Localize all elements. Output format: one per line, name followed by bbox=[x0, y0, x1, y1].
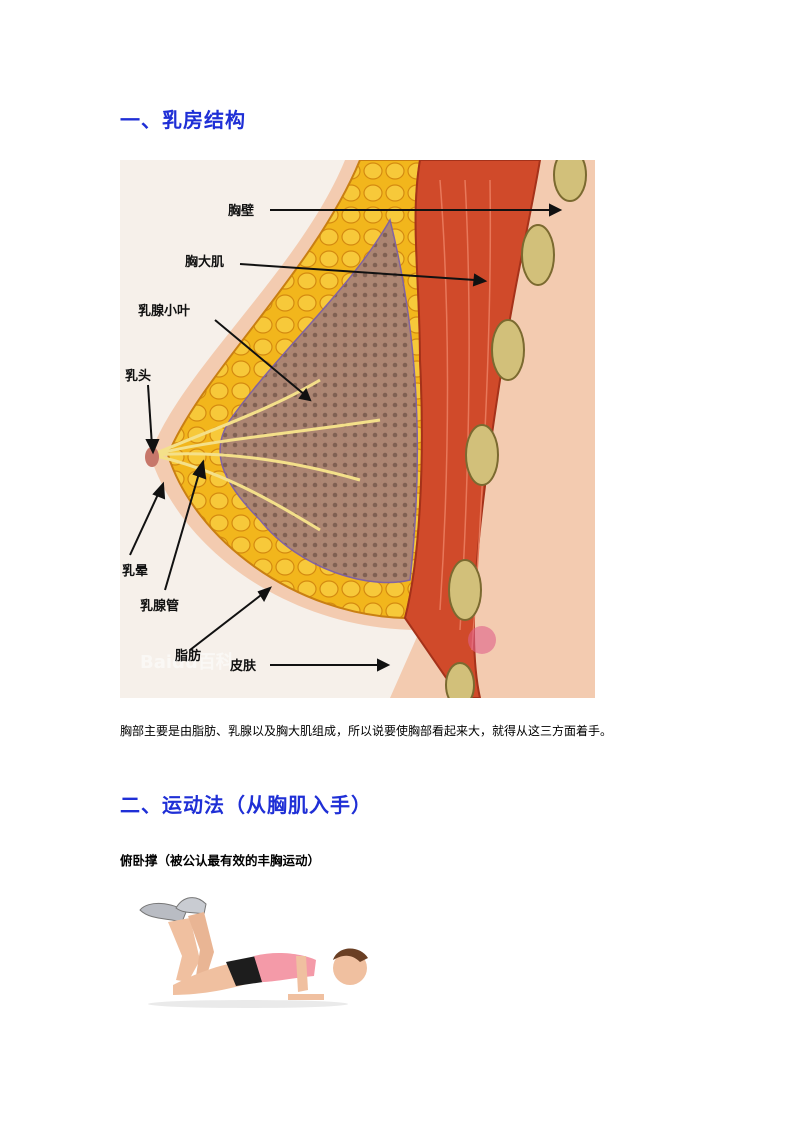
pushup-subheading: 俯卧撑（被公认最有效的丰胸运动） bbox=[120, 853, 321, 868]
arrow-nipple bbox=[147, 384, 153, 447]
arrow-ducts bbox=[164, 469, 201, 591]
label-areola: 乳晕 bbox=[122, 563, 148, 579]
arrow-lobules bbox=[214, 319, 306, 396]
label-lobules: 乳腺小叶 bbox=[138, 303, 190, 319]
label-pectoralis: 胸大肌 bbox=[185, 254, 224, 270]
site-logo-watermark bbox=[468, 626, 496, 654]
label-chest-wall: 胸壁 bbox=[228, 203, 254, 219]
label-nipple: 乳头 bbox=[125, 368, 151, 384]
baidu-watermark: Baidu百科 bbox=[140, 651, 234, 673]
arrow-fat bbox=[189, 591, 266, 651]
arrow-areola bbox=[129, 489, 161, 556]
anatomy-diagram: Baidu百科 胸壁 胸大肌 乳腺小叶 乳头 乳晕 乳腺管 脂肪 bbox=[120, 160, 595, 698]
breast-anatomy-illustration: Baidu百科 胸壁 胸大肌 乳腺小叶 乳头 乳晕 乳腺管 脂肪 bbox=[120, 160, 595, 698]
section-heading-structure: 一、乳房结构 bbox=[120, 108, 246, 132]
section-heading-exercise: 二、运动法（从胸肌入手） bbox=[120, 793, 372, 817]
arrow-pectoralis bbox=[239, 263, 476, 281]
pushup-illustration bbox=[139, 897, 368, 1008]
label-ducts: 乳腺管 bbox=[140, 598, 179, 614]
label-fat: 脂肪 bbox=[174, 648, 201, 664]
pushup-photo bbox=[128, 890, 388, 1015]
body-paragraph: 胸部主要是由脂肪、乳腺以及胸大肌组成，所以说要使胸部看起来大，就得从这三方面着手… bbox=[120, 724, 613, 738]
label-skin: 皮肤 bbox=[229, 658, 257, 674]
